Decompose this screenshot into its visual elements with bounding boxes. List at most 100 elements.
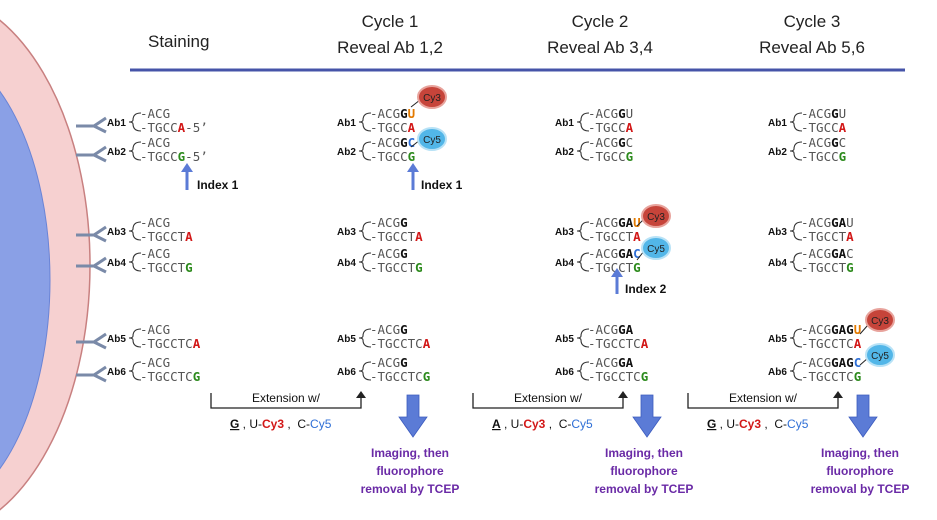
antibodies bbox=[76, 116, 107, 383]
antibody-label: Ab2 bbox=[768, 147, 787, 158]
sequence-entry: Ab6-ACG-TGCCTCG bbox=[107, 355, 200, 384]
brace-icon bbox=[789, 221, 803, 241]
imaging-caption: fluorophore bbox=[826, 464, 894, 478]
strand-top: -ACGGAU bbox=[588, 215, 641, 230]
sequence-entry: Ab1-ACGGU-TGCCA bbox=[337, 106, 416, 135]
cy5-dye-cycle1: Cy5 bbox=[410, 127, 447, 151]
strand-top: -ACG bbox=[140, 246, 170, 261]
brace-icon bbox=[358, 252, 372, 272]
header-cycle1: Cycle 1 bbox=[362, 12, 419, 31]
sequence-entry: Ab2-ACGGC-TGCCG bbox=[337, 135, 415, 164]
strand-top: -ACGG bbox=[370, 246, 408, 261]
antibody-label: Ab1 bbox=[107, 118, 126, 129]
extension-reagents: G , U-Cy3 , C-Cy5 bbox=[230, 417, 332, 431]
strand-bottom: -TGCCTCG bbox=[140, 369, 200, 384]
antibody-label: Ab6 bbox=[107, 367, 126, 378]
extension-step: Extension w/G , U-Cy3 , C-Cy5 bbox=[210, 391, 366, 431]
brace-icon bbox=[789, 361, 803, 381]
cy3-dye-cycle3: Cy3 bbox=[859, 308, 895, 335]
index-markers: Index 1 Index 1 Index 2 bbox=[181, 163, 667, 296]
strand-bottom: -TGCCTCG bbox=[588, 369, 648, 384]
index1-staining: Index 1 bbox=[181, 163, 239, 192]
sequence-entry: Ab2-ACGGC-TGCCG bbox=[768, 135, 846, 164]
extension-step: Extension w/G , U-Cy3 , C-Cy5 bbox=[687, 391, 843, 431]
index1-cycle1: Index 1 bbox=[407, 163, 463, 192]
antibody-label: Ab3 bbox=[337, 227, 356, 238]
antibody-label: Ab5 bbox=[768, 334, 787, 345]
brace-icon bbox=[358, 361, 372, 381]
imaging-caption: fluorophore bbox=[610, 464, 678, 478]
strand-top: -ACGG bbox=[370, 355, 408, 370]
brace-icon bbox=[576, 112, 590, 132]
strand-top: -ACGGU bbox=[588, 106, 633, 121]
strand-bottom: -TGCCTG bbox=[370, 260, 423, 275]
column-cycle1: Ab1-ACGGU-TGCCAAb2-ACGGC-TGCCGAb3-ACGG-T… bbox=[337, 106, 431, 384]
antibody-label: Ab1 bbox=[768, 118, 787, 129]
strand-top: -ACG bbox=[140, 215, 170, 230]
brace-icon bbox=[358, 141, 372, 161]
header-cycle3: Cycle 3 bbox=[784, 12, 841, 31]
sequence-entry: Ab3-ACG-TGCCTA bbox=[107, 215, 193, 244]
sequence-entry: Ab3-ACGGAU-TGCCTA bbox=[768, 215, 854, 244]
imaging-caption: Imaging, then bbox=[371, 446, 449, 460]
sequence-entry: Ab5-ACGGA-TGCCTCA bbox=[555, 322, 649, 351]
strand-bottom: -TGCCTCA bbox=[801, 336, 862, 351]
svg-text:Index 1: Index 1 bbox=[421, 178, 463, 192]
bracket-icon bbox=[210, 393, 362, 409]
sequence-entry: Ab3-ACGG-TGCCTA bbox=[337, 215, 423, 244]
strand-bottom: -TGCCTA bbox=[588, 229, 641, 244]
strand-bottom: -TGCCTA bbox=[801, 229, 854, 244]
column-staining: Ab1-ACG-TGCCA-5’Ab2-ACG-TGCCG-5’Ab3-ACG-… bbox=[107, 106, 208, 384]
extension-label: Extension w/ bbox=[252, 391, 321, 405]
strand-bottom: -TGCCA bbox=[588, 120, 634, 135]
sequence-entry: Ab1-ACGGU-TGCCA bbox=[555, 106, 634, 135]
antibody-label: Ab4 bbox=[107, 258, 126, 269]
brace-icon bbox=[789, 112, 803, 132]
sequence-entry: Ab1-ACG-TGCCA-5’ bbox=[107, 106, 208, 135]
header-staining: Staining bbox=[148, 32, 209, 51]
strand-bottom: -TGCCA bbox=[801, 120, 847, 135]
brace-icon bbox=[128, 252, 142, 272]
svg-text:Cy5: Cy5 bbox=[423, 135, 441, 146]
imaging-caption: removal by TCEP bbox=[361, 482, 460, 496]
brace-icon bbox=[789, 141, 803, 161]
strand-bottom: -TGCCA-5’ bbox=[140, 120, 208, 135]
svg-text:Cy3: Cy3 bbox=[871, 316, 889, 327]
strand-top: -ACGGAGU bbox=[801, 322, 861, 337]
strand-bottom: -TGCCTCG bbox=[801, 369, 861, 384]
antibody-label: Ab5 bbox=[555, 334, 574, 345]
extension-label: Extension w/ bbox=[514, 391, 583, 405]
header-cycle3-sub: Reveal Ab 5,6 bbox=[759, 38, 865, 57]
antibody-icon bbox=[76, 116, 107, 134]
antibody-icon bbox=[76, 332, 107, 350]
antibody-label: Ab3 bbox=[768, 227, 787, 238]
strand-top: -ACGGAGC bbox=[801, 355, 861, 370]
sequence-entry: Ab5 -ACGGAGU-TGCCTCA bbox=[768, 322, 862, 351]
antibody-icon bbox=[76, 256, 107, 274]
sequence-entry: Ab3 -ACGGAU-TGCCTA bbox=[555, 215, 641, 244]
sequence-entry: Ab2-ACG-TGCCG-5’ bbox=[107, 135, 208, 164]
cell bbox=[0, 19, 91, 511]
column-cycle3: Ab1-ACGGU-TGCCAAb2-ACGGC-TGCCGAb3-ACGGAU… bbox=[768, 106, 862, 384]
brace-icon bbox=[576, 252, 590, 272]
strand-top: -ACGGC bbox=[370, 135, 415, 150]
antibody-label: Ab3 bbox=[555, 227, 574, 238]
antibody-label: Ab2 bbox=[555, 147, 574, 158]
nucleus bbox=[0, 90, 51, 470]
antibody-label: Ab6 bbox=[555, 367, 574, 378]
brace-icon bbox=[358, 221, 372, 241]
brace-icon bbox=[576, 328, 590, 348]
cy3-dye-cycle1: Cy3 bbox=[410, 85, 447, 109]
brace-icon bbox=[128, 221, 142, 241]
sequence-entry: Ab5-ACG-TGCCTCA bbox=[107, 322, 201, 351]
brace-icon bbox=[128, 328, 142, 348]
index2-cycle2: Index 2 bbox=[611, 268, 667, 296]
strand-bottom: -TGCCTA bbox=[140, 229, 193, 244]
svg-text:Cy3: Cy3 bbox=[647, 212, 665, 223]
strand-bottom: -TGCCG bbox=[801, 149, 846, 164]
sequence-entry: Ab2-ACGGC-TGCCG bbox=[555, 135, 633, 164]
extension-label: Extension w/ bbox=[729, 391, 798, 405]
